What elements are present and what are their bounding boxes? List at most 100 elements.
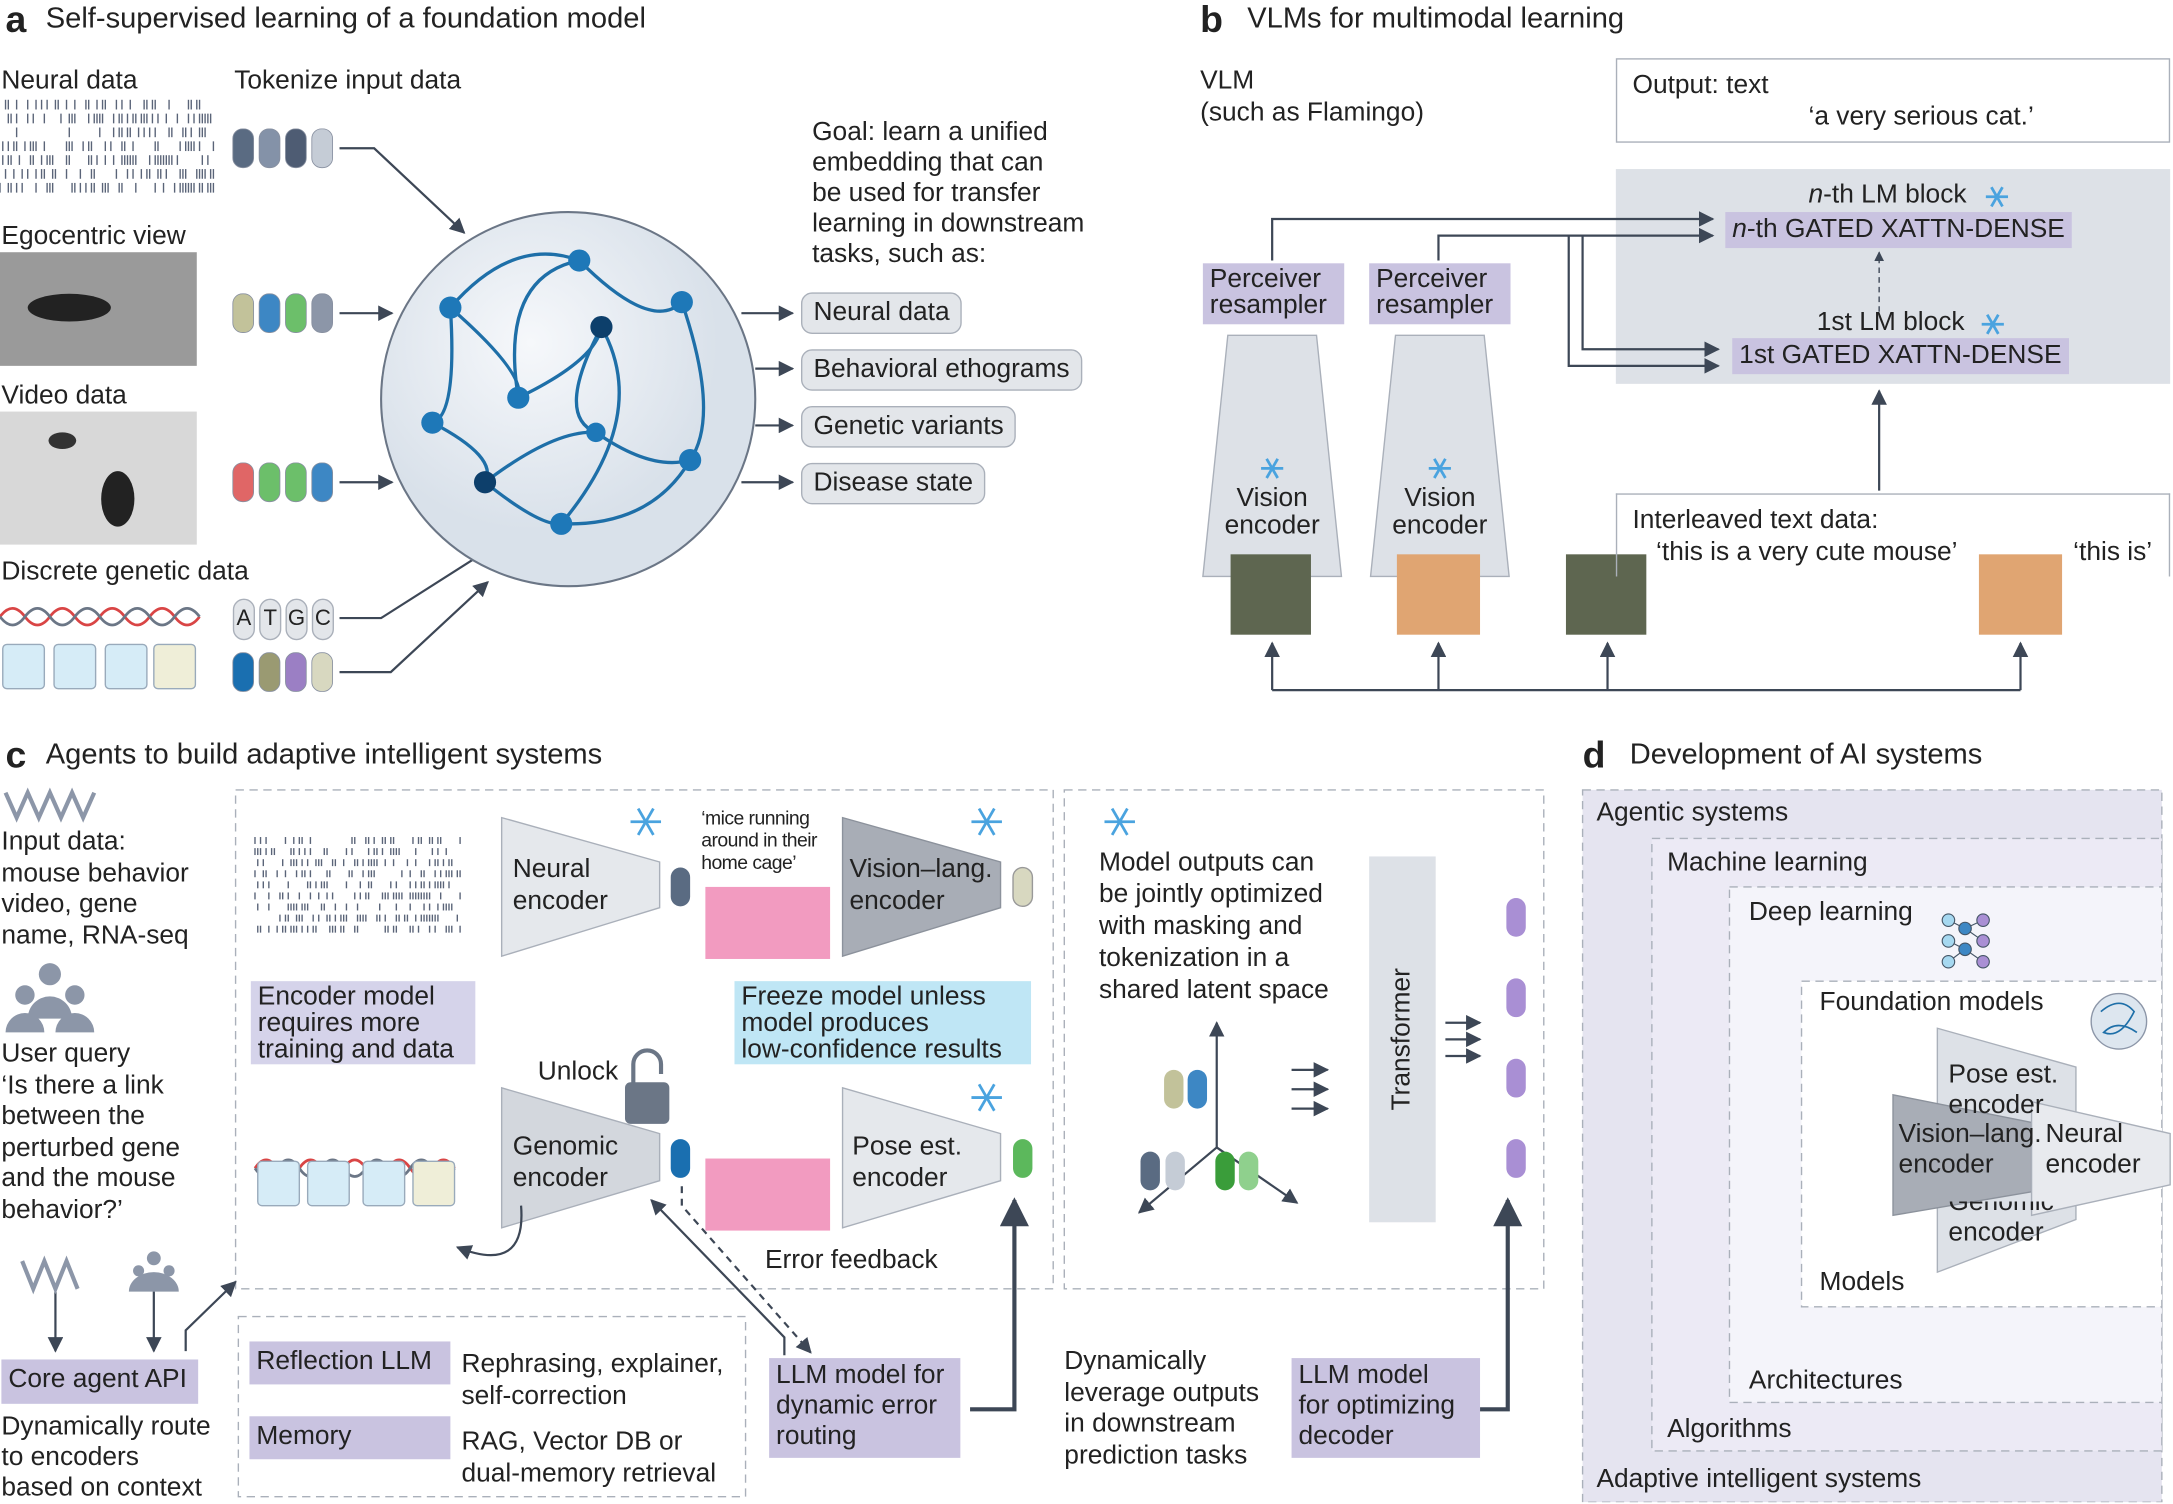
snowflake-icon: [630, 807, 662, 836]
n-italic: n: [1732, 214, 1747, 244]
token: [285, 652, 307, 692]
mouse-shape: [48, 432, 77, 449]
input-label: Discrete genetic data: [1, 557, 249, 587]
token: [285, 293, 307, 334]
core-agent-api: Core agent API: [1, 1359, 199, 1404]
text-line: Freeze model unless: [741, 982, 986, 1012]
text-line: mouse behavior: [1, 858, 189, 888]
text-line: based on context: [1, 1473, 202, 1503]
neural-network-icon: [1941, 913, 1990, 969]
network-node: [590, 315, 613, 339]
network-node: [568, 249, 591, 272]
interleaved-label: Interleaved text data:: [1632, 505, 1879, 535]
dna-icon: [20, 1255, 80, 1295]
vision-encoder-shape: [1369, 334, 1510, 578]
mouse-shape: [27, 293, 111, 322]
cat-image: [1396, 554, 1481, 635]
interleaved-text: ‘this is’: [2073, 537, 2153, 567]
text-line: shared latent space: [1098, 975, 1329, 1005]
snowflake-icon: [971, 1083, 1002, 1112]
text-line: tasks, such as:: [812, 239, 987, 269]
text-line: Rephrasing, explainer,: [461, 1349, 724, 1379]
snowflake-arm: [1110, 807, 1129, 836]
token: [232, 652, 255, 692]
token: [285, 462, 307, 503]
output-text: ‘a very serious cat.’: [1808, 102, 2034, 132]
snowflake-arm: [636, 807, 655, 836]
text-line: home cage’: [701, 850, 796, 874]
text-line: learning in downstream: [812, 209, 1085, 239]
vlm-label: VLM: [1200, 66, 1255, 96]
text-line: requires more: [257, 1008, 421, 1038]
reflection-description: Rephrasing, explainer,self-correction: [461, 1348, 723, 1412]
panel-letter: c: [5, 734, 27, 777]
dna-icon: [3, 787, 97, 823]
agent-arrows: [47, 1014, 1523, 1412]
vlm-example: (such as Flamingo): [1200, 98, 1424, 128]
text-line: encoder: [1898, 1150, 1994, 1180]
text-line: encoder: [852, 1164, 948, 1194]
text-line: encoder: [512, 1164, 608, 1194]
panel-letter: a: [5, 0, 27, 41]
text-line: model produces: [741, 1008, 929, 1038]
token: [311, 462, 334, 503]
level-fm: Foundation models: [1819, 988, 2044, 1018]
level-bottom: Architectures: [1748, 1366, 1903, 1396]
text-line: ‘Is there a link: [1, 1070, 164, 1100]
task-behavioral-ethograms: Behavioral ethograms: [800, 349, 1083, 391]
dna-strand: [0, 606, 201, 627]
snowflake-icon: [1261, 458, 1284, 479]
output-label: Output: text: [1632, 70, 1769, 100]
text-line: between the: [1, 1101, 145, 1131]
text-line: Model outputs can: [1098, 848, 1315, 878]
token: [258, 462, 281, 503]
level-ml: Machine learning: [1667, 848, 1868, 878]
snowflake-icon: [1428, 458, 1451, 479]
base-token: A: [232, 598, 255, 641]
text-line: dynamic error: [776, 1391, 938, 1421]
text-line: Vision: [1404, 483, 1476, 513]
pose-encoder-label: Pose est.encoder: [1948, 1060, 2058, 1121]
panel-letter: b: [1200, 0, 1223, 41]
output-box: Output: text ‘a very serious cat.’: [1615, 58, 2171, 143]
mouse-image: [1565, 554, 1647, 635]
snowflake-icon: [971, 807, 1002, 836]
network-node: [550, 512, 573, 535]
vl-encoder-label: Vision–lang.encoder: [1899, 1120, 2042, 1181]
input-label: Egocentric view: [1, 221, 186, 251]
foundation-model-icon: [2090, 992, 2148, 1050]
text-line: Perceiver: [1376, 264, 1488, 294]
memory: Memory: [249, 1416, 451, 1460]
neural-spike-raster: [0, 99, 215, 193]
foundation-model-icon-network: [2100, 1002, 2138, 1035]
text-line: prediction tasks: [1064, 1440, 1248, 1470]
token: [258, 128, 281, 169]
panel-title: VLMs for multimodal learning: [1247, 2, 1625, 35]
pink-block: [705, 1158, 831, 1231]
snowflake-icon: [1985, 186, 2009, 208]
base-tokens: A T G C: [232, 598, 334, 641]
text-line: resampler: [1376, 291, 1494, 321]
text-line: name, RNA-seq: [1, 920, 189, 950]
network-node: [421, 411, 444, 434]
token: [1012, 866, 1034, 908]
panel-title: Self-supervised learning of a foundation…: [45, 2, 646, 35]
text-line: ‘mice running: [701, 806, 810, 829]
text-line: Input data:: [1, 827, 126, 857]
snowflake-arm: [1990, 186, 2004, 208]
base-token: T: [259, 598, 282, 641]
text-line: embedding that can: [812, 148, 1044, 178]
interleaved-box: Interleaved text data: ‘this is a very c…: [1615, 493, 2171, 577]
text-line: encoder: [1224, 511, 1320, 541]
snowflake-arm: [1265, 458, 1279, 479]
